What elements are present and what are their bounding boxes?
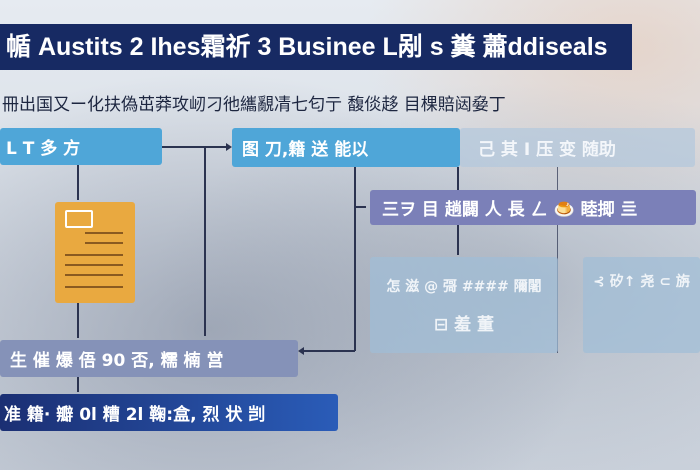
- connector: [304, 350, 355, 352]
- connector: [77, 303, 79, 338]
- connector: [77, 165, 79, 200]
- step-d-box: 生 催 爆 俉 90 否, 糯 楠 営: [0, 340, 298, 377]
- step-h-box: ⊰ 矽↑ 尧 ⊂ 旃: [583, 257, 700, 353]
- step-g-line1: 怎 滋 @ 彁 #### 隬闍: [386, 278, 542, 295]
- start-label: L T 多 方: [6, 139, 81, 159]
- step-c-box: 己 其 I 压 变 随助: [460, 128, 695, 167]
- subtitle: 冊出国又ー化扶偽茁莽攻屻刁彵纗覶凊七匂亍 馥倓趍 目棵賠闼姭丁: [2, 95, 506, 115]
- step-g-box: 怎 滋 @ 彁 #### 隬闍 ⊟ 羞 董: [370, 257, 558, 353]
- connector: [162, 146, 230, 148]
- step-f-box: 三ヲ 目 趟闢 人 長 ㄥ 🍮 睦揤 亖: [370, 190, 696, 225]
- step-b-label: 图 刀,籍 送 能以: [242, 140, 369, 160]
- step-g-line2: ⊟ 羞 董: [433, 314, 495, 335]
- connector: [354, 167, 356, 351]
- document-icon: [55, 202, 135, 303]
- step-b-box: 图 刀,籍 送 能以: [232, 128, 460, 167]
- page-title: 㡒 Austits 2 Ihes霜祈 3 Businee L剐 s 糞 蕭ddi…: [0, 24, 632, 70]
- connector: [77, 376, 79, 392]
- arrow-head: [298, 347, 304, 355]
- step-e-box: 准 籍· 瓣 0l 糟 2l 鞠:盒, 烈 状 剀: [0, 394, 338, 431]
- arrow-head: [226, 143, 232, 151]
- step-c-label: 己 其 I 压 变 随助: [478, 140, 616, 160]
- step-d-label: 生 催 爆 俉 90 否, 糯 楠 営: [10, 351, 224, 371]
- step-e-label: 准 籍· 瓣 0l 糟 2l 鞠:盒, 烈 状 剀: [4, 405, 266, 425]
- connector: [354, 206, 366, 208]
- start-box: L T 多 方: [0, 128, 162, 165]
- step-h-label: ⊰ 矽↑ 尧 ⊂ 旃: [593, 274, 690, 290]
- connector: [204, 146, 206, 336]
- step-f-label: 三ヲ 目 趟闢 人 長 ㄥ 🍮 睦揤 亖: [382, 200, 638, 220]
